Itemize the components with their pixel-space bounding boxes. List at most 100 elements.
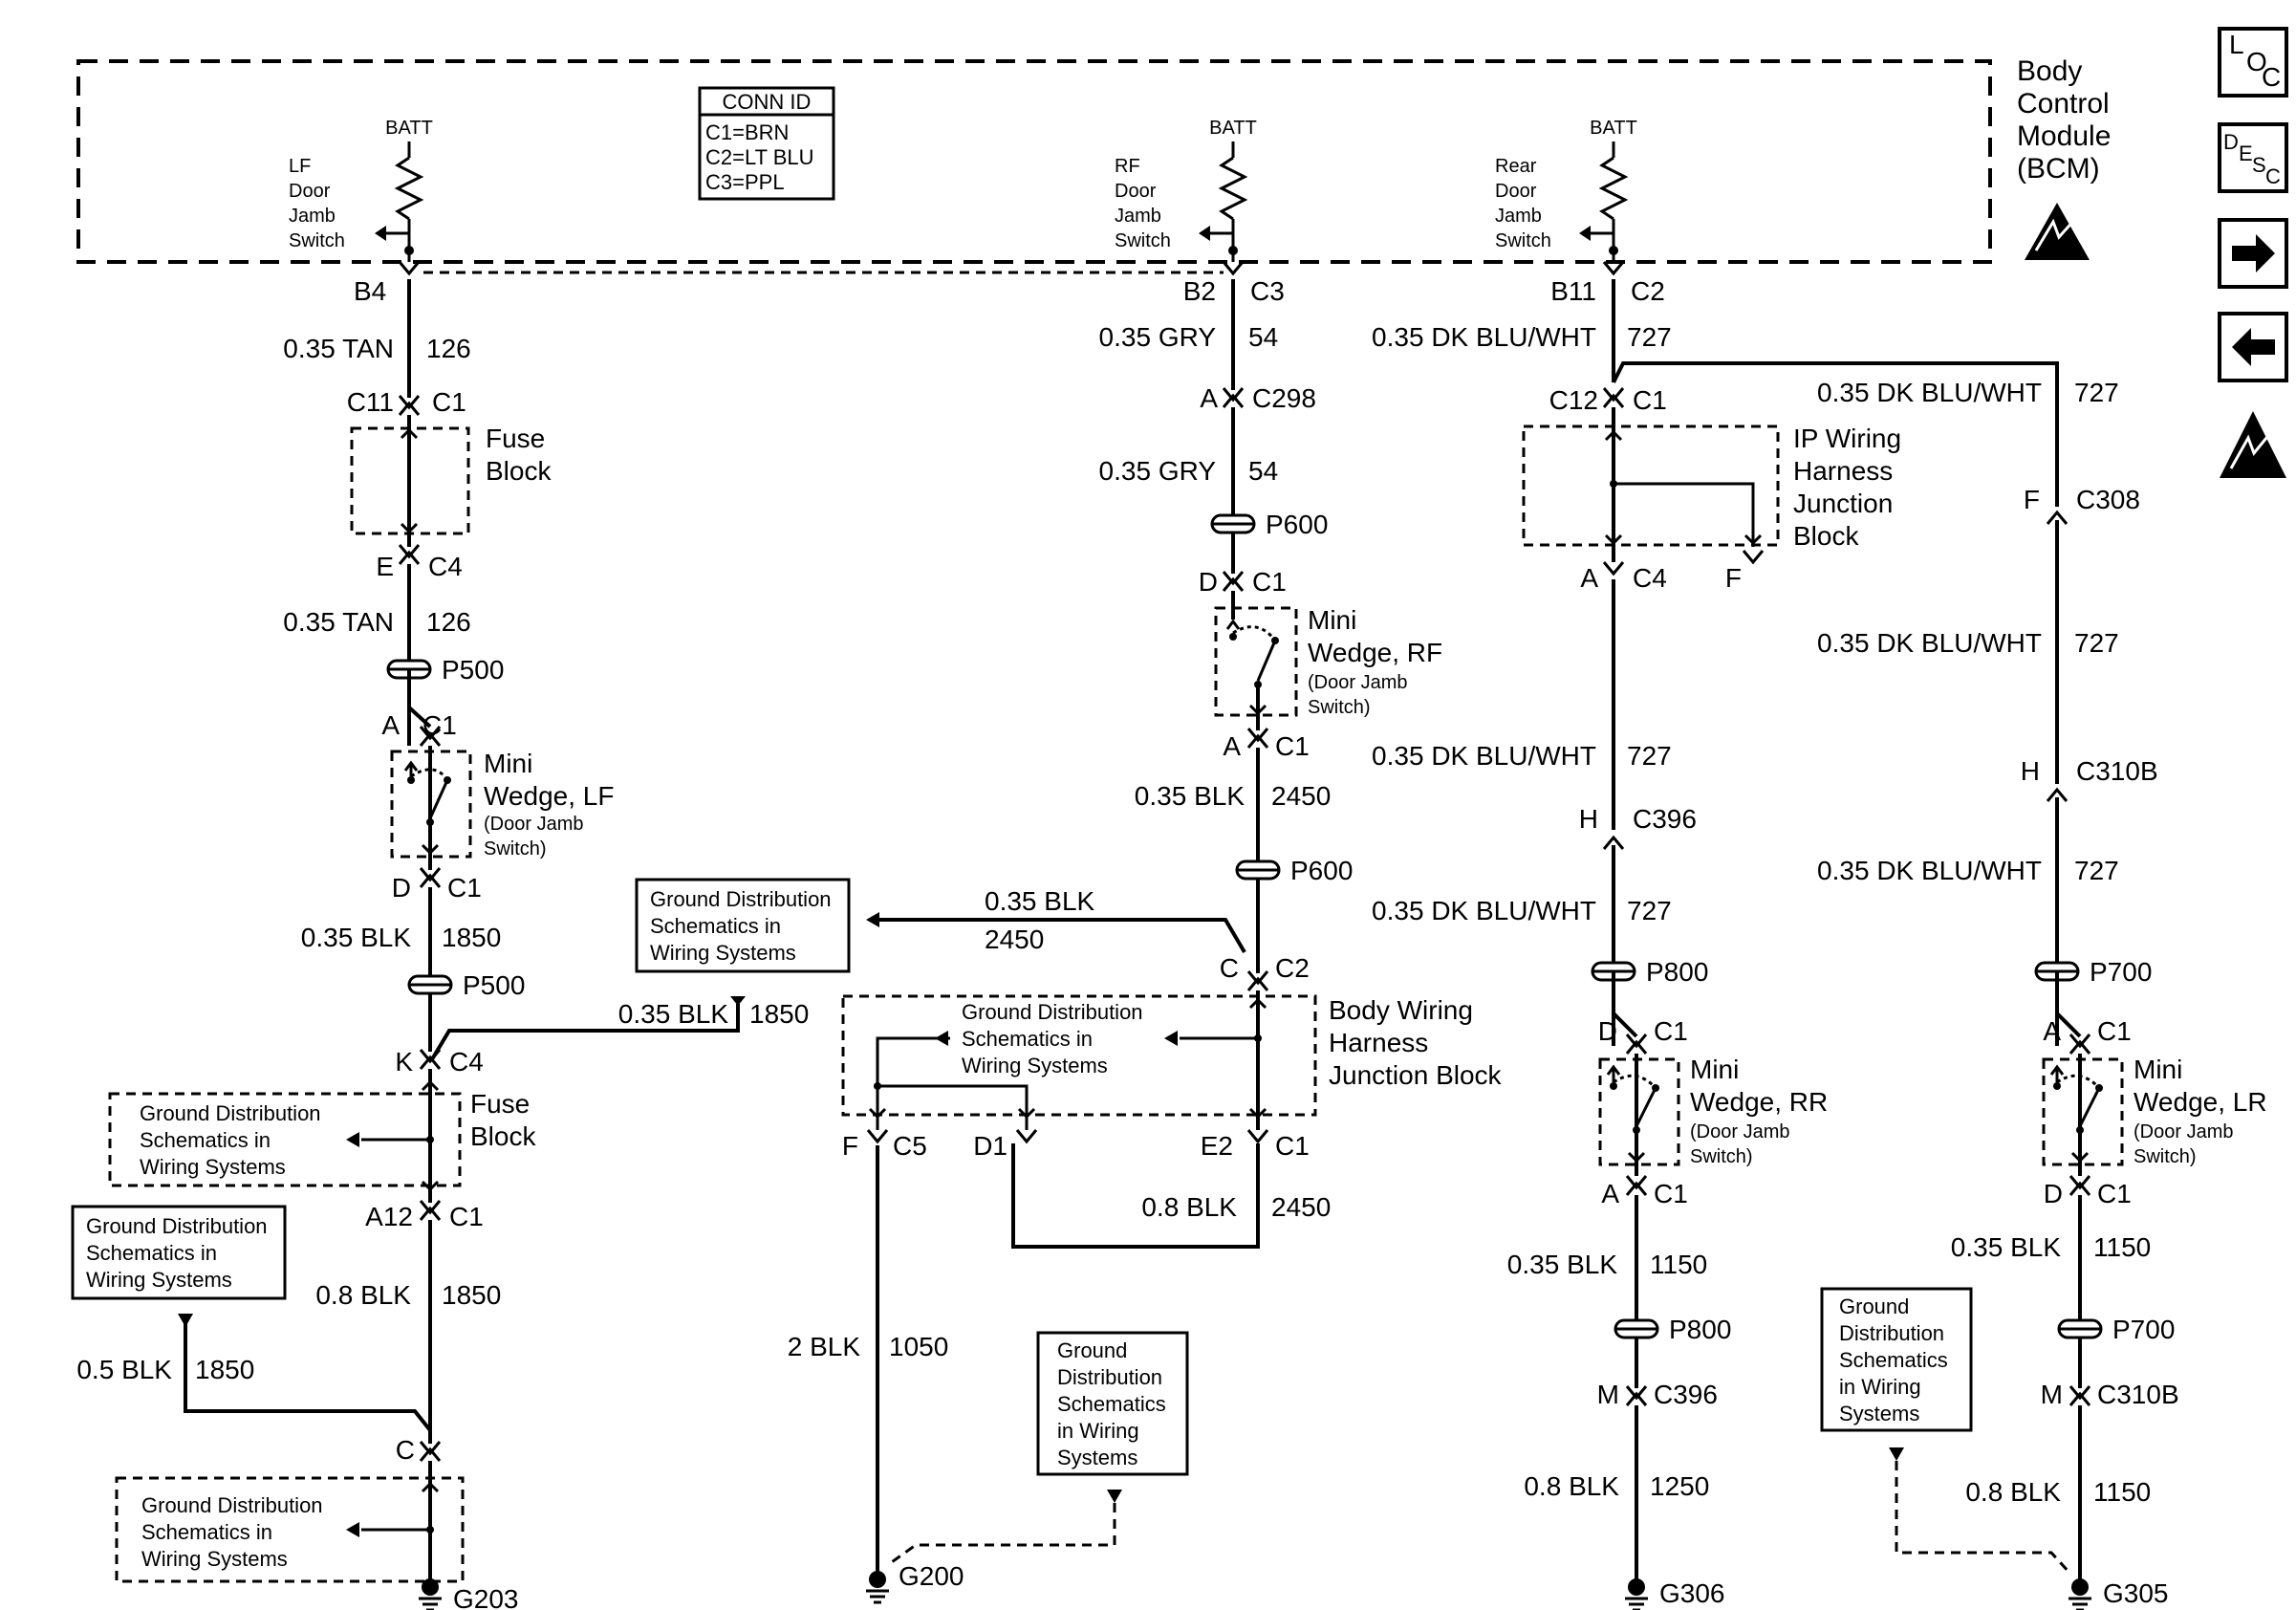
svg-text:BATT: BATT xyxy=(1209,118,1257,139)
lr-mini-wedge xyxy=(2042,1057,2124,1166)
svg-text:P600: P600 xyxy=(1266,510,1328,539)
svg-text:C1: C1 xyxy=(422,710,457,740)
svg-text:Ground: Ground xyxy=(1839,1295,1909,1318)
svg-text:in Wiring: in Wiring xyxy=(1057,1419,1139,1443)
svg-text:E2: E2 xyxy=(1201,1131,1233,1161)
svg-text:0.8 BLK: 0.8 BLK xyxy=(315,1280,411,1310)
svg-text:RF: RF xyxy=(1115,156,1140,177)
svg-text:C1: C1 xyxy=(1654,1016,1688,1046)
svg-text:C396: C396 xyxy=(1654,1380,1718,1409)
rr-mini-wedge xyxy=(1598,1057,1680,1166)
svg-text:727: 727 xyxy=(1627,741,1672,771)
esd-icon xyxy=(2025,203,2090,260)
svg-text:C4: C4 xyxy=(449,1047,484,1077)
svg-text:Jamb: Jamb xyxy=(289,206,336,227)
svg-text:M: M xyxy=(2041,1380,2063,1409)
svg-text:727: 727 xyxy=(1627,322,1672,352)
svg-text:A: A xyxy=(2043,1016,2061,1046)
next-arrow-icon[interactable] xyxy=(2218,218,2288,289)
svg-text:1150: 1150 xyxy=(1650,1250,1707,1279)
svg-text:1850: 1850 xyxy=(749,999,809,1029)
svg-text:C1: C1 xyxy=(1633,385,1667,415)
svg-text:L: L xyxy=(2229,30,2244,59)
svg-text:0.35 GRY: 0.35 GRY xyxy=(1099,456,1217,486)
svg-text:Wiring Systems: Wiring Systems xyxy=(86,1268,232,1292)
svg-text:C1: C1 xyxy=(432,387,466,417)
svg-text:0.35 DK BLU/WHT: 0.35 DK BLU/WHT xyxy=(1817,856,2042,885)
svg-text:0.35 GRY: 0.35 GRY xyxy=(1099,322,1217,352)
svg-text:0.35 BLK: 0.35 BLK xyxy=(301,923,412,952)
svg-text:0.35 DK BLU/WHT: 0.35 DK BLU/WHT xyxy=(1817,378,2042,407)
svg-text:Switch): Switch) xyxy=(1690,1146,1753,1167)
svg-text:Switch: Switch xyxy=(1115,230,1171,251)
svg-text:C4: C4 xyxy=(428,552,463,581)
svg-text:0.8 BLK: 0.8 BLK xyxy=(1141,1192,1237,1222)
svg-text:1850: 1850 xyxy=(442,1280,501,1310)
svg-text:54: 54 xyxy=(1248,456,1278,486)
svg-text:K: K xyxy=(395,1047,413,1077)
svg-text:LF: LF xyxy=(289,156,311,177)
svg-text:727: 727 xyxy=(2074,856,2119,885)
svg-text:0.35 BLK: 0.35 BLK xyxy=(618,999,729,1029)
esd-side-icon xyxy=(2220,411,2286,478)
svg-text:P500: P500 xyxy=(463,970,525,1000)
svg-text:Block: Block xyxy=(1793,521,1859,551)
svg-text:727: 727 xyxy=(2074,628,2119,658)
svg-text:2450: 2450 xyxy=(1271,1192,1331,1222)
svg-text:Mini: Mini xyxy=(1308,605,1356,635)
svg-text:Harness: Harness xyxy=(1793,456,1893,486)
svg-text:Schematics in: Schematics in xyxy=(86,1241,217,1265)
svg-text:Ground Distribution: Ground Distribution xyxy=(141,1493,323,1517)
prev-arrow-icon[interactable] xyxy=(2218,312,2288,382)
svg-text:Schematics in: Schematics in xyxy=(141,1520,272,1544)
svg-text:(Door Jamb: (Door Jamb xyxy=(2134,1121,2233,1142)
svg-text:D1: D1 xyxy=(973,1131,1007,1161)
rear-switch-internal: BATT Rear Door Jamb Switch xyxy=(1495,118,1637,262)
svg-text:Wedge, RR: Wedge, RR xyxy=(1690,1087,1828,1117)
svg-text:Mini: Mini xyxy=(484,749,532,778)
svg-text:C3: C3 xyxy=(1250,276,1285,306)
svg-text:Door: Door xyxy=(1115,181,1157,202)
bcm-label: Body Control Module (BCM) xyxy=(2017,55,2111,185)
svg-text:0.35 DK BLU/WHT: 0.35 DK BLU/WHT xyxy=(1372,741,1596,771)
svg-text:Jamb: Jamb xyxy=(1115,206,1161,227)
svg-text:C11: C11 xyxy=(347,387,394,417)
svg-text:(Door Jamb: (Door Jamb xyxy=(1690,1121,1789,1142)
svg-text:C1: C1 xyxy=(1275,1131,1310,1161)
svg-text:B2: B2 xyxy=(1183,276,1216,306)
svg-text:0.35 BLK: 0.35 BLK xyxy=(1951,1232,2062,1262)
svg-text:Body: Body xyxy=(2017,55,2082,87)
svg-text:Harness: Harness xyxy=(1329,1028,1428,1057)
svg-text:C2: C2 xyxy=(1275,953,1310,983)
svg-text:S: S xyxy=(2252,153,2266,177)
gd-box-lr: Ground Distribution Schematics in Wiring… xyxy=(1820,1287,1973,1432)
svg-text:F: F xyxy=(2024,485,2040,514)
svg-text:C2: C2 xyxy=(1631,276,1665,306)
conn-id-box: CONN ID C1=BRN C2=LT BLU C3=PPL xyxy=(698,86,835,201)
svg-text:Fuse: Fuse xyxy=(470,1089,530,1119)
svg-text:C310B: C310B xyxy=(2076,756,2158,786)
svg-text:2450: 2450 xyxy=(1271,781,1331,811)
svg-text:H: H xyxy=(2021,756,2040,786)
loc-icon[interactable]: LOC xyxy=(2218,27,2288,98)
svg-text:C3=PPL: C3=PPL xyxy=(705,170,785,194)
svg-text:P800: P800 xyxy=(1646,957,1708,987)
svg-text:A: A xyxy=(1200,383,1218,413)
svg-text:Schematics in: Schematics in xyxy=(962,1027,1093,1051)
gd-box-rf-bottom: Ground Distribution Schematics in Wiring… xyxy=(1036,1331,1189,1476)
gd-box-rf-top: Ground Distribution Schematics in Wiring… xyxy=(635,878,851,973)
svg-text:1150: 1150 xyxy=(2093,1232,2151,1262)
svg-text:Ground Distribution: Ground Distribution xyxy=(140,1101,321,1125)
svg-text:Schematics in: Schematics in xyxy=(650,914,781,938)
ground-g306: G306 xyxy=(1659,1578,1725,1608)
svg-text:C12: C12 xyxy=(1549,385,1598,415)
ground-g200: G200 xyxy=(899,1561,964,1591)
svg-text:Body Wiring: Body Wiring xyxy=(1329,995,1473,1025)
svg-text:P600: P600 xyxy=(1290,856,1353,885)
svg-text:CONN ID: CONN ID xyxy=(723,90,812,114)
svg-text:Ground Distribution: Ground Distribution xyxy=(962,1000,1143,1024)
svg-text:Mini: Mini xyxy=(1690,1055,1739,1084)
svg-text:126: 126 xyxy=(426,607,471,637)
svg-text:2 BLK: 2 BLK xyxy=(788,1332,861,1361)
